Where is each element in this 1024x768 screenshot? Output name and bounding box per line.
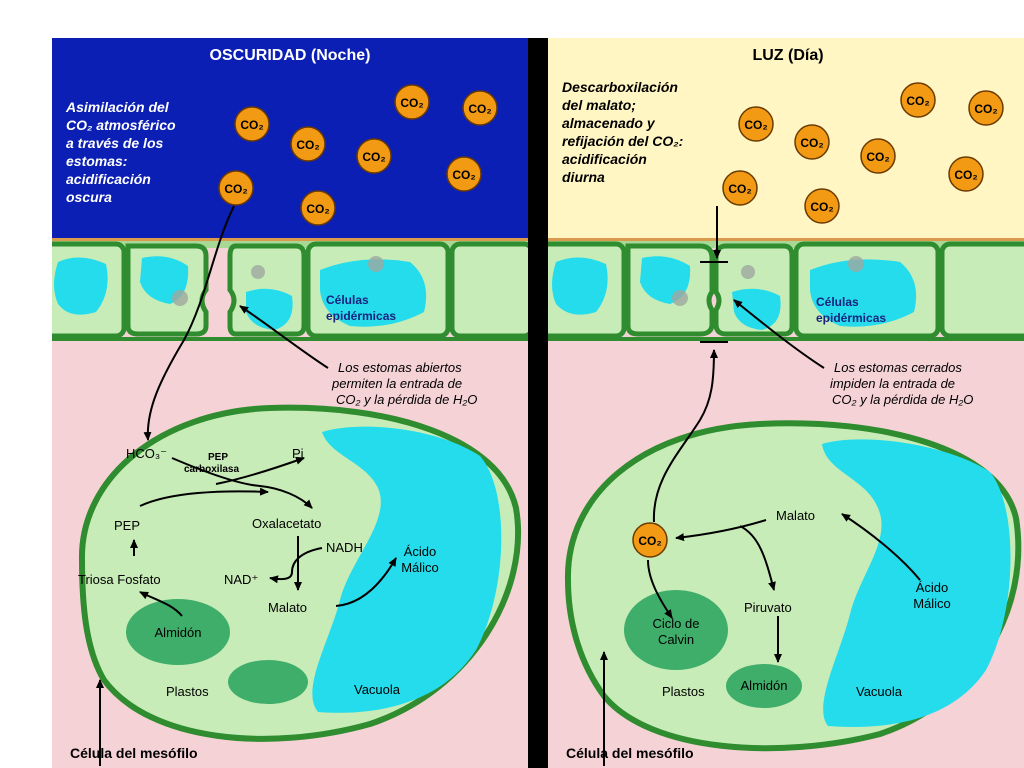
- oxaloacetate-label: Oxalacetato: [252, 516, 321, 531]
- co2-label: CO₂: [400, 96, 423, 110]
- co2-label: CO₂: [452, 168, 475, 182]
- night-description-line: a través de los: [66, 135, 163, 151]
- day-co2-labels: CO₂ CO₂ CO₂ CO₂ CO₂ CO₂ CO₂ CO₂ CO₂: [638, 94, 997, 548]
- day-description-line: almacenado y: [562, 115, 656, 131]
- night-sky: [52, 38, 528, 248]
- stomata-note-line: Los estomas abiertos: [338, 360, 462, 375]
- night-pathway-labels: HCO₃⁻ PEP carboxilasa Pi PEP Oxalacetato…: [78, 446, 439, 699]
- malic-acid-label-line: Málico: [913, 596, 951, 611]
- nadh-label: NADH: [326, 540, 363, 555]
- co2-label: CO₂: [296, 138, 319, 152]
- malic-acid-label-line: Ácido: [916, 580, 949, 595]
- co2-label: CO₂: [866, 150, 889, 164]
- malate-label: Malato: [268, 600, 307, 615]
- day-mesophyll-cell: [564, 420, 1022, 752]
- pep-carboxylase-label-line: carboxilasa: [184, 464, 239, 475]
- night-mesophyll-cell: [78, 404, 522, 742]
- night-panel: OSCURIDAD (Noche) Asimilación del CO₂ at…: [52, 38, 528, 768]
- epidermal-label-line: Células: [326, 293, 369, 307]
- co2-label: CO₂: [224, 182, 247, 196]
- night-epidermis: [52, 238, 528, 341]
- co2-label: CO₂: [362, 150, 385, 164]
- night-description-line: CO₂ atmosférico: [66, 117, 176, 133]
- day-description: Descarboxilación del malato; almacenado …: [562, 79, 683, 185]
- day-mesophyll-label: Célula del mesófilo: [566, 745, 694, 761]
- co2-label: CO₂: [974, 102, 997, 116]
- stomata-note-line: impiden la entrada de: [830, 376, 955, 391]
- night-title: OSCURIDAD (Noche): [210, 47, 371, 64]
- night-description-line: acidificación: [66, 171, 151, 187]
- hco3-label: HCO₃⁻: [126, 446, 167, 461]
- night-description: Asimilación del CO₂ atmosférico a través…: [65, 99, 176, 205]
- malic-acid-label-line: Ácido: [404, 544, 437, 559]
- day-description-line: acidificación: [562, 151, 647, 167]
- day-starch-plastid: [726, 664, 802, 708]
- co2-label: CO₂: [744, 118, 767, 132]
- starch-label: Almidón: [741, 678, 788, 693]
- night-description-line: oscura: [66, 189, 112, 205]
- co2-label: CO₂: [240, 118, 263, 132]
- day-pathway-labels: Malato Piruvato Ciclo de Calvin Almidón …: [653, 508, 951, 699]
- stomata-note-line: CO₂ y la pérdida de H₂O: [832, 392, 973, 407]
- pep-label: PEP: [114, 518, 140, 533]
- vacuole-label: Vacuola: [354, 682, 401, 697]
- stomata-note-line: permiten la entrada de: [331, 376, 462, 391]
- panel-divider: [528, 38, 548, 768]
- day-description-line: diurna: [562, 169, 605, 185]
- plastids-label: Plastos: [166, 684, 209, 699]
- calvin-cycle-label-line: Ciclo de: [653, 616, 700, 631]
- co2-label: CO₂: [728, 182, 751, 196]
- day-panel: LUZ (Día) Descarboxilación del malato; a…: [548, 38, 1024, 768]
- night-description-line: estomas:: [66, 153, 127, 169]
- epidermal-label-line: epidérmicas: [816, 311, 886, 325]
- night-vacuole: [312, 426, 502, 713]
- co2-label: CO₂: [468, 102, 491, 116]
- day-description-line: refijación del CO₂:: [562, 133, 683, 149]
- day-epidermis: [548, 238, 1024, 343]
- night-arrows: [96, 205, 397, 766]
- day-calvin-plastid: [624, 590, 728, 670]
- pyruvate-label: Piruvato: [744, 600, 792, 615]
- day-arrows: [600, 206, 921, 766]
- day-stomata-note: Los estomas cerrados impiden la entrada …: [830, 360, 973, 407]
- co2-label: CO₂: [810, 200, 833, 214]
- calvin-cycle-label-line: Calvin: [658, 632, 694, 647]
- day-epidermal-label: Células epidérmicas: [816, 295, 886, 325]
- co2-label: CO₂: [906, 94, 929, 108]
- malic-acid-label-line: Málico: [401, 560, 439, 575]
- co2-label: CO₂: [638, 534, 661, 548]
- starch-label: Almidón: [155, 625, 202, 640]
- day-description-line: del malato;: [562, 97, 636, 113]
- malate-label: Malato: [776, 508, 815, 523]
- co2-label: CO₂: [954, 168, 977, 182]
- epidermal-label-line: Células: [816, 295, 859, 309]
- pep-carboxylase-label-line: PEP: [208, 452, 228, 463]
- night-plastid: [228, 660, 308, 704]
- night-starch-plastid: [126, 599, 230, 665]
- epidermal-label-line: epidérmicas: [326, 309, 396, 323]
- co2-label: CO₂: [306, 202, 329, 216]
- nad-label: NAD⁺: [224, 572, 258, 587]
- night-mesophyll-label: Célula del mesófilo: [70, 745, 198, 761]
- night-co2-labels: CO₂ CO₂ CO₂ CO₂ CO₂ CO₂ CO₂ CO₂: [224, 96, 491, 216]
- day-sky: [548, 38, 1024, 248]
- stomata-note-line: CO₂ y la pérdida de H₂O: [336, 392, 477, 407]
- day-title: LUZ (Día): [752, 47, 823, 64]
- night-epidermal-label: Células epidérmicas: [326, 293, 396, 323]
- triose-phosphate-label: Triosa Fosfato: [78, 572, 161, 587]
- day-description-line: Descarboxilación: [562, 79, 678, 95]
- day-vacuole: [822, 439, 1011, 727]
- co2-label: CO₂: [800, 136, 823, 150]
- pi-label: Pi: [292, 446, 304, 461]
- night-description-line: Asimilación del: [65, 99, 170, 115]
- plastids-label: Plastos: [662, 684, 705, 699]
- night-stomata-note: Los estomas abiertos permiten la entrada…: [331, 360, 477, 407]
- vacuole-label: Vacuola: [856, 684, 903, 699]
- stomata-note-line: Los estomas cerrados: [834, 360, 962, 375]
